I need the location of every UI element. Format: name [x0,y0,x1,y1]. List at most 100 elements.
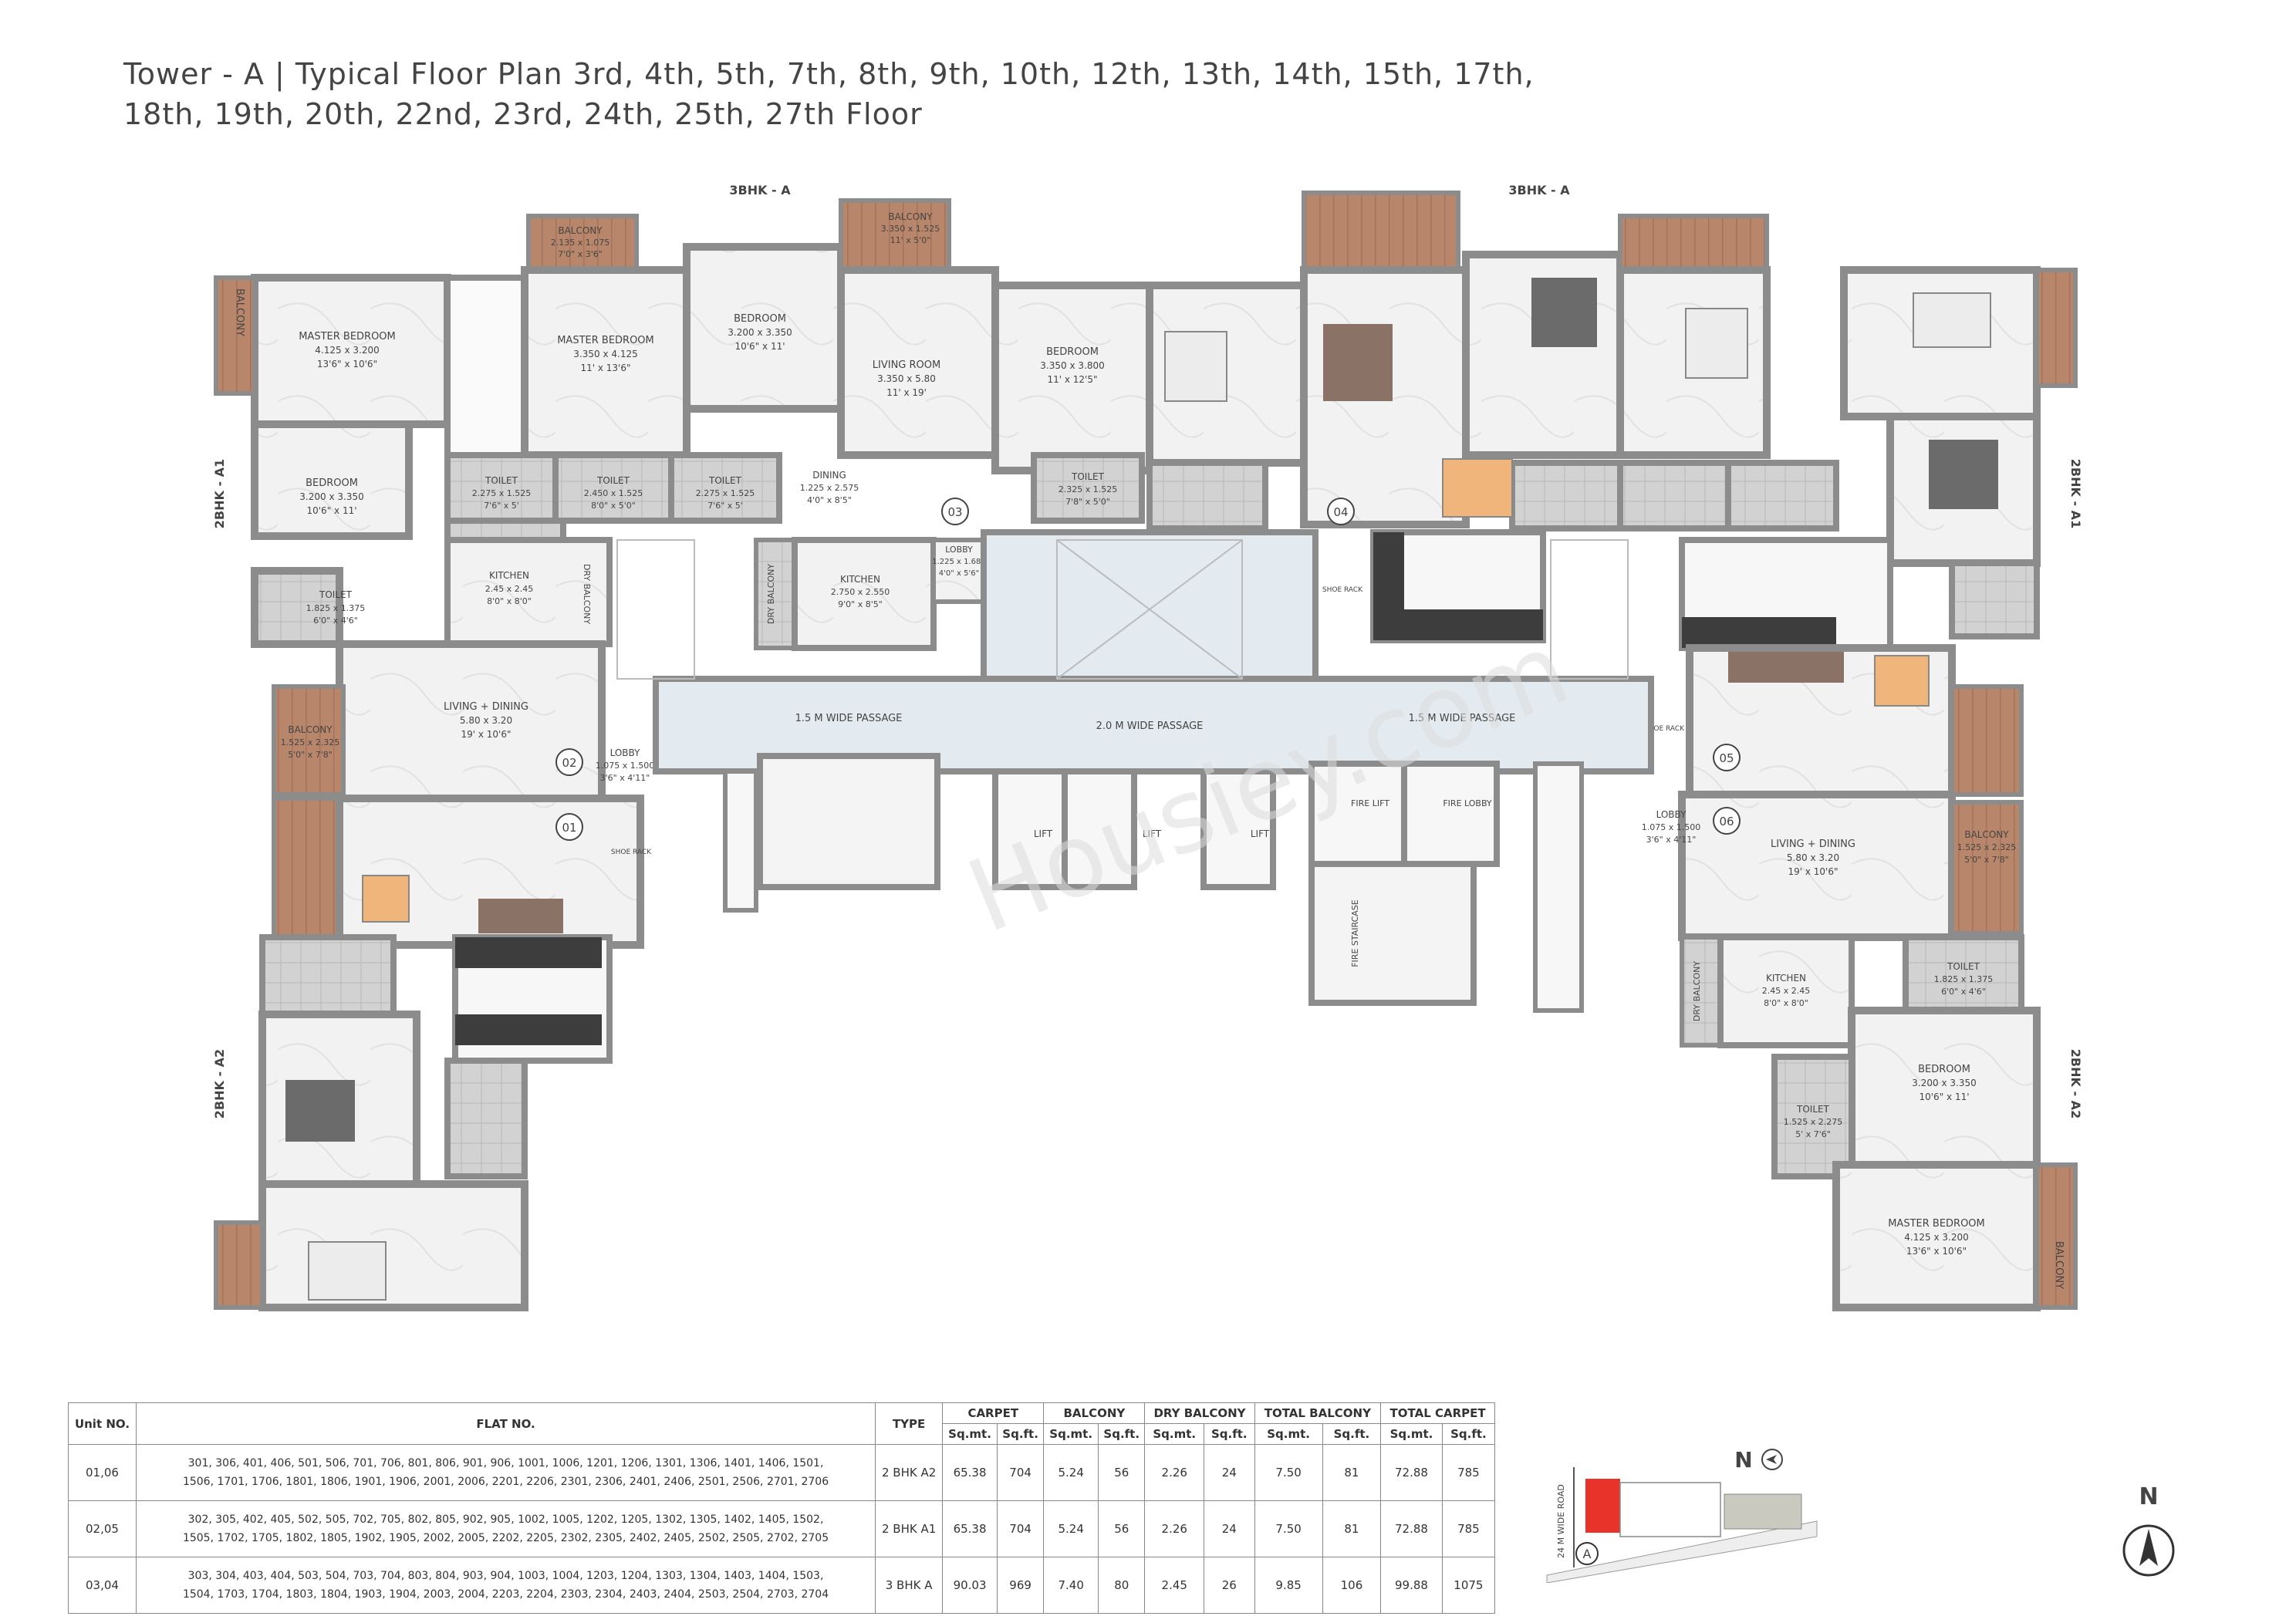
cell-dry-m: 2.26 [1144,1500,1205,1557]
unit-04-3bhk-a: 3BHK - A 04 SHOE RACK [1146,183,1839,643]
passage-left-label: 1.5 M WIDE PASSAGE [795,713,903,724]
bedroom-label: BEDROOM [1918,1064,1970,1075]
bedroom-dim-f: 10'6" x 11' [306,505,356,516]
unit-number: 05 [1719,751,1734,765]
balcony-dim-f: 7'0" x 3'6" [558,249,603,259]
header-dry-balcony: DRY BALCONY [1144,1402,1255,1424]
dining-dim-f: 4'0" x 8'5" [807,495,852,505]
balcony-dim-m: 1.525 x 2.325 [281,737,339,747]
header-total-balcony: TOTAL BALCONY [1254,1402,1382,1424]
cell-total-balcony-m: 7.50 [1254,1500,1323,1557]
tower-marker [1575,1542,1599,1565]
keymap-north-icon [1761,1449,1783,1470]
living-dining-dim-f: 19' x 10'6" [461,729,511,740]
building-core: 1.5 M WIDE PASSAGE 2.0 M WIDE PASSAGE 1.… [616,529,1654,1013]
master-bedroom-dim-m: 3.350 x 4.125 [573,349,637,359]
cell-dry-f: 26 [1204,1557,1255,1614]
unit-05-2bhk-a1: 2BHK - A1 05 SHOE RACK [1644,266,2083,798]
cell-dry-f: 24 [1204,1500,1255,1557]
toilet-dim-f: 7'6" x 5' [707,501,743,511]
cell-flats: 301, 306, 401, 406, 501, 506, 701, 706, … [135,1444,876,1501]
title-line-1: Tower - A | Typical Floor Plan 3rd, 4th,… [123,57,1535,91]
cell-unit: 03,04 [68,1557,137,1614]
dining-label: DINING [812,470,846,481]
unit-marker [555,813,583,841]
cell-total-carpet-f: 785 [1441,1444,1496,1501]
balcony-label: BALCONY [888,211,933,222]
toilet-label: TOILET [485,475,518,486]
toilet-label: TOILET [1947,961,1980,972]
subheader-sqft: Sq.ft. [1441,1423,1496,1445]
cell-unit: 02,05 [68,1500,137,1557]
tower-marker-letter: A [1583,1547,1592,1561]
toilet-label: TOILET [596,475,630,486]
cell-carpet-m: 65.38 [942,1500,998,1557]
header-total-carpet: TOTAL CARPET [1380,1402,1495,1424]
subheader-sqmt: Sq.mt. [1380,1423,1443,1445]
toilet-dim-f: 7'6" x 5' [484,501,519,511]
fire-lobby-label: FIRE LOBBY [1443,798,1492,808]
road-label: 24 M WIDE ROAD [1556,1484,1566,1558]
toilet-dim-m: 1.825 x 1.375 [1934,974,1993,984]
balcony-dim-f: 5'0" x 7'8" [1964,855,2009,865]
toilet-label: TOILET [319,589,353,600]
cell-carpet-m: 65.38 [942,1444,998,1501]
living-dining-dim-m: 5.80 x 3.20 [1787,852,1839,863]
compass-north-letter: N [2139,1483,2158,1510]
lift-label: LIFT [1251,828,1270,839]
unit-02-2bhk-a1: BALCONY MASTER BEDROOM 4.125 x 3.200 13'… [212,274,654,802]
kitchen-label: KITCHEN [1766,973,1806,984]
shoe-rack-label: SHOE RACK [611,849,652,856]
balcony-dim-m: 1.525 x 2.325 [1957,842,2016,852]
wing-label-2bhk-a2: 2BHK - A2 [212,1049,227,1119]
unit-marker [1327,498,1355,525]
subheader-sqft: Sq.ft. [1322,1423,1382,1445]
balcony-label: BALCONY [1964,829,2009,840]
toilet-dim-f: 8'0" x 5'0" [591,501,636,511]
bedroom-label: BEDROOM [734,313,786,325]
toilet-label: TOILET [708,475,742,486]
lobby-dim-f: 3'6" x 4'11" [1646,835,1697,845]
cell-unit: 01,06 [68,1444,137,1501]
master-bedroom-dim-f: 13'6" x 10'6" [1906,1246,1967,1257]
unit-number: 02 [562,756,576,770]
cell-balcony-f: 80 [1098,1557,1146,1614]
cell-carpet-f: 704 [996,1500,1045,1557]
balcony-dim-f: 5'0" x 7'8" [288,750,333,760]
header-carpet: CARPET [942,1402,1045,1424]
lobby-dim-f: 4'0" x 5'6" [939,569,979,578]
shoe-rack-label: SHOE RACK [1644,725,1685,733]
cell-dry-m: 2.45 [1144,1557,1205,1614]
toilet-dim-f: 7'8" x 5'0" [1065,497,1110,507]
subheader-sqft: Sq.ft. [996,1423,1045,1445]
cell-total-carpet-m: 72.88 [1380,1500,1443,1557]
toilet-label: TOILET [1071,471,1105,482]
subheader-sqmt: Sq.mt. [1254,1423,1323,1445]
wing-label-2bhk-a1: 2BHK - A1 [212,459,227,528]
floor-plan: BALCONY MASTER BEDROOM 4.125 x 3.200 13'… [212,183,2083,1311]
cell-type: 2 BHK A2 [875,1444,944,1501]
title-line-2: 18th, 19th, 20th, 22nd, 23rd, 24th, 25th… [123,97,923,131]
key-plan: 24 M WIDE ROAD N A [1539,1436,1825,1583]
toilet-dim-m: 2.325 x 1.525 [1059,484,1117,494]
living-room-label: LIVING ROOM [873,359,940,371]
cell-total-balcony-f: 106 [1322,1557,1382,1614]
cell-flats: 302, 305, 402, 405, 502, 505, 702, 705, … [135,1500,876,1557]
cell-total-balcony-f: 81 [1322,1444,1382,1501]
cell-type: 3 BHK A [875,1557,944,1614]
cell-type: 2 BHK A1 [875,1500,944,1557]
compass-circle [2122,1524,2175,1577]
balcony-label: BALCONY [234,288,245,336]
cell-total-carpet-m: 72.88 [1380,1444,1443,1501]
lift-label: LIFT [1143,828,1162,839]
living-dining-dim-f: 19' x 10'6" [1788,866,1838,877]
kitchen-dim-f: 9'0" x 8'5" [838,599,883,609]
header-balcony: BALCONY [1043,1402,1146,1424]
bedroom-dim-m: 3.200 x 3.350 [299,491,363,502]
balcony-dim-f: 11' x 5'0" [890,235,931,245]
balcony-label: BALCONY [2053,1241,2065,1289]
cell-carpet-f: 969 [996,1557,1045,1614]
cell-balcony-f: 56 [1098,1444,1146,1501]
cell-balcony-m: 5.24 [1043,1444,1099,1501]
header-unit-no: Unit NO. [68,1402,137,1445]
